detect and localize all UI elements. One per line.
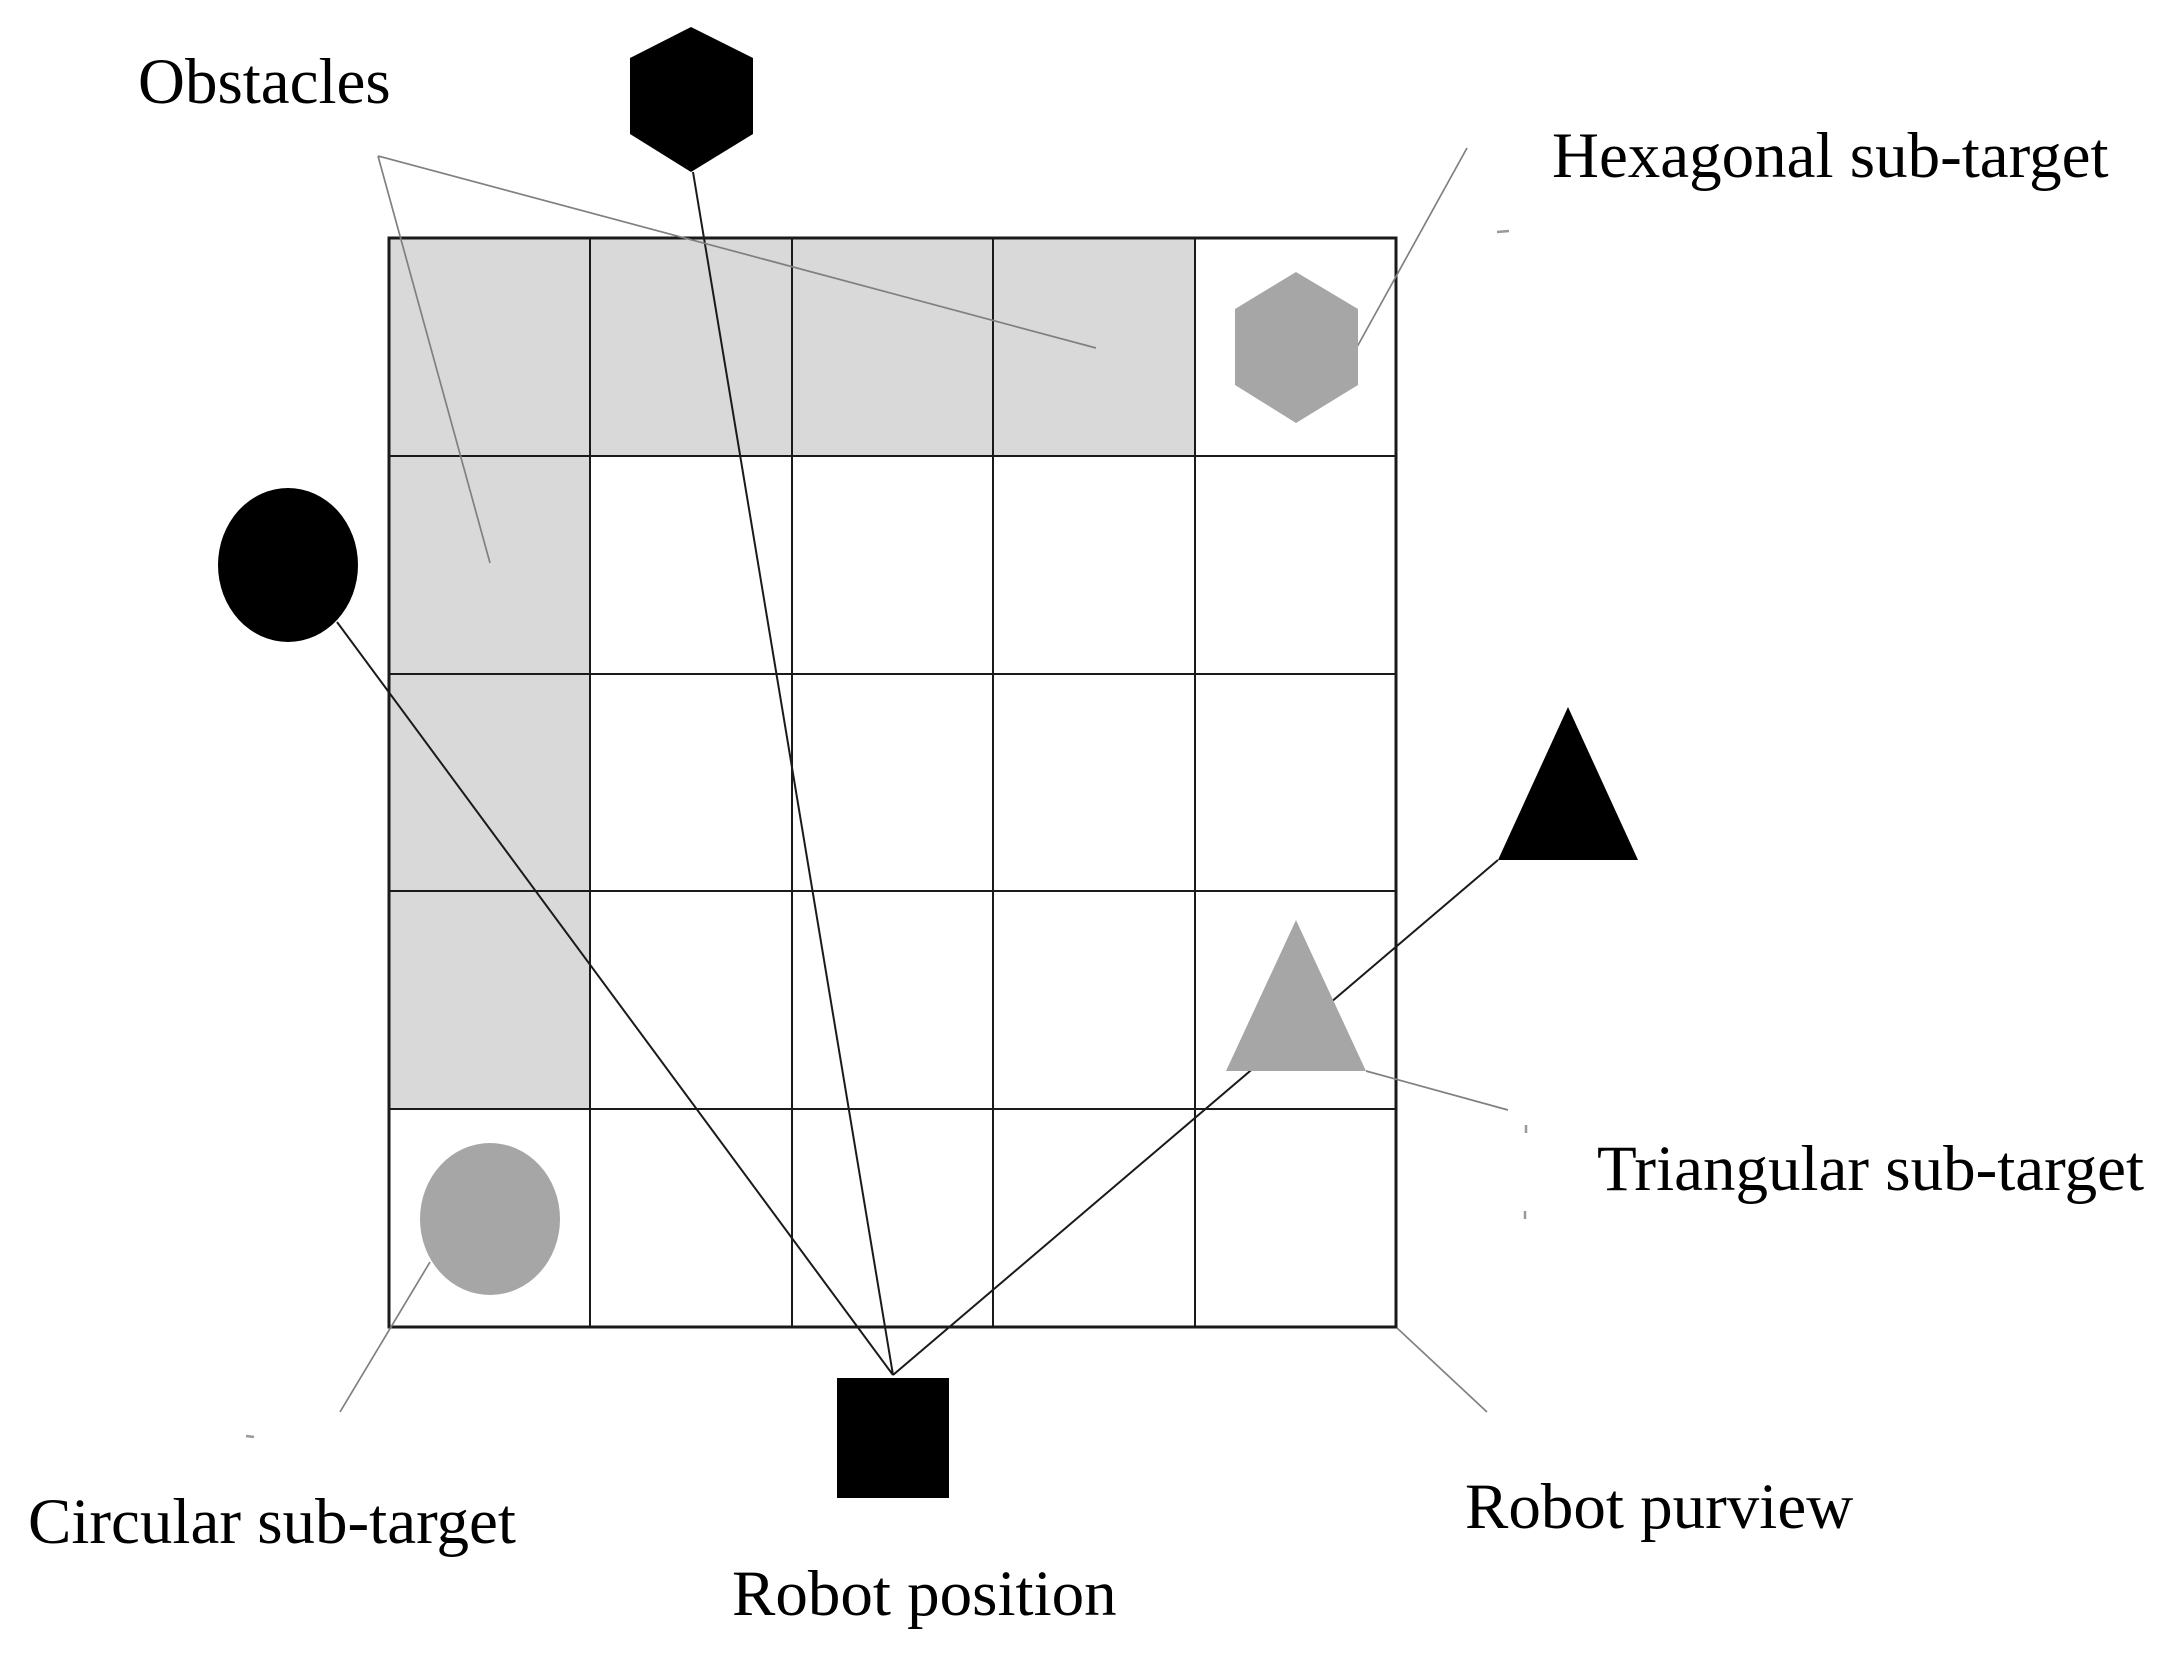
- purview-lines: [336, 171, 1499, 1376]
- purview-line-to-hexagon: [692, 171, 894, 1376]
- gray-triangle-subtarget: [1226, 920, 1366, 1071]
- stray-dash-near-circular-label: [245, 1434, 255, 1439]
- black-hexagon-obstacle: [630, 27, 753, 172]
- triangular-subtarget-label: Triangular sub-target: [1597, 1133, 2144, 1205]
- purview-line-to-triangle: [892, 859, 1499, 1376]
- shapes: [218, 27, 1638, 1498]
- robot-purview-label: Robot purview: [1465, 1471, 1853, 1543]
- obstacles-leader-line-right: [377, 155, 1097, 349]
- obstacles-leader-line-left: [377, 155, 491, 564]
- hexagonal-subtarget-label: Hexagonal sub-target: [1552, 120, 2109, 192]
- robot-purview-leader-line: [1396, 1327, 1488, 1413]
- purview-line-to-circle: [336, 621, 894, 1376]
- leader-lines: [245, 147, 1528, 1439]
- stray-dash-near-hexagonal-label: [1496, 229, 1510, 234]
- circular-subtarget-label: Circular sub-target: [28, 1486, 516, 1558]
- grid: [387, 236, 1398, 1329]
- circular-subtarget-leader-line: [339, 1261, 431, 1413]
- gray-hexagon-subtarget: [1235, 272, 1358, 423]
- triangular-subtarget-leader-line: [1365, 1070, 1509, 1111]
- obstacles-label: Obstacles: [138, 46, 391, 118]
- black-triangle-obstacle: [1498, 707, 1638, 860]
- gray-circle-subtarget: [420, 1143, 560, 1295]
- black-circle-obstacle: [218, 488, 358, 642]
- robot-position-label: Robot position: [732, 1558, 1117, 1630]
- grid-border: [387, 236, 1398, 1329]
- labels: Obstacles Hexagonal sub-target Triangula…: [28, 46, 2144, 1630]
- obstacle-cells-left-column: [389, 456, 590, 1109]
- hexagonal-subtarget-leader-line: [1356, 147, 1468, 348]
- robot-position-square: [837, 1378, 949, 1498]
